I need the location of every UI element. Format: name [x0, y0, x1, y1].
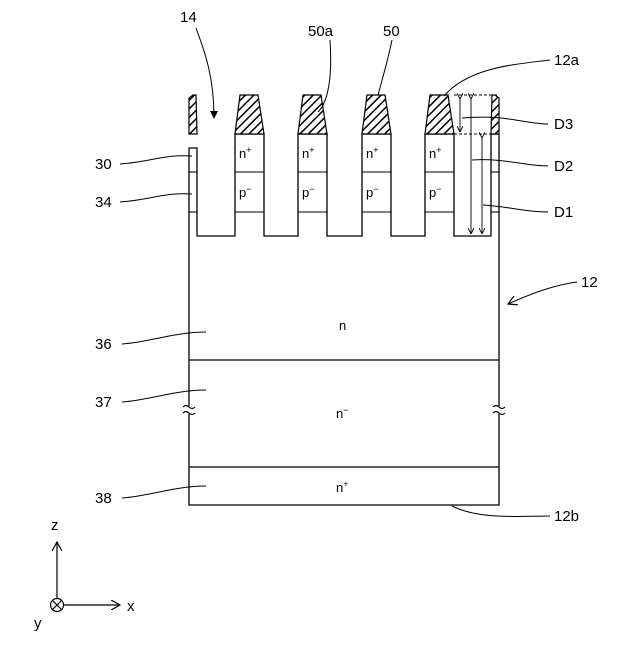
svg-text:n+: n+ [366, 145, 379, 161]
svg-text:n+: n+ [302, 145, 315, 161]
gate-electrode [298, 95, 327, 134]
label-body-region: 34 [95, 194, 112, 211]
label-substrate-bottom: 12b [554, 508, 579, 525]
gate-electrode [491, 95, 499, 134]
svg-text:p−: p− [302, 184, 315, 200]
doping-labels: n+ n+ n+ n+ p− p− p− p− n n− n+ [239, 145, 442, 495]
svg-text:p−: p− [366, 184, 379, 200]
label-depth-1: D1 [554, 204, 573, 221]
svg-text:n+: n+ [429, 145, 442, 161]
y-axis-label: y [34, 615, 42, 632]
label-substrate: 12 [581, 274, 598, 291]
buffer-doping-label: n− [336, 405, 349, 421]
gate-electrode [362, 95, 391, 134]
gate-electrode [425, 95, 454, 134]
drift-doping-label: n [339, 318, 346, 333]
gate-electrode [189, 95, 197, 134]
label-substrate-top: 12a [554, 52, 580, 69]
break-mark-left [183, 406, 195, 415]
label-gate-electrode: 50 [383, 23, 400, 40]
x-axis-label: x [127, 598, 135, 615]
gate-electrodes [189, 95, 499, 134]
label-drift-region: 36 [95, 336, 112, 353]
label-drain-region: 38 [95, 490, 112, 507]
svg-text:p−: p− [239, 184, 252, 200]
gate-electrode [235, 95, 264, 134]
break-mark-right [493, 406, 505, 415]
svg-text:n+: n+ [239, 145, 252, 161]
label-depth-3: D3 [554, 116, 573, 133]
label-gate-electrode-top: 50a [308, 23, 334, 40]
drain-doping-label: n+ [336, 479, 349, 495]
label-source-region: 30 [95, 156, 112, 173]
label-trench: 14 [180, 9, 197, 26]
y-axis-into-page-icon [51, 599, 64, 612]
svg-text:p−: p− [429, 184, 442, 200]
reference-labels: 14 50a 50 12a D3 D2 D1 12 30 34 36 37 38… [95, 9, 598, 525]
coordinate-axes [51, 542, 121, 612]
label-buffer-region: 37 [95, 394, 112, 411]
z-axis-label: z [51, 517, 59, 534]
label-depth-2: D2 [554, 158, 573, 175]
